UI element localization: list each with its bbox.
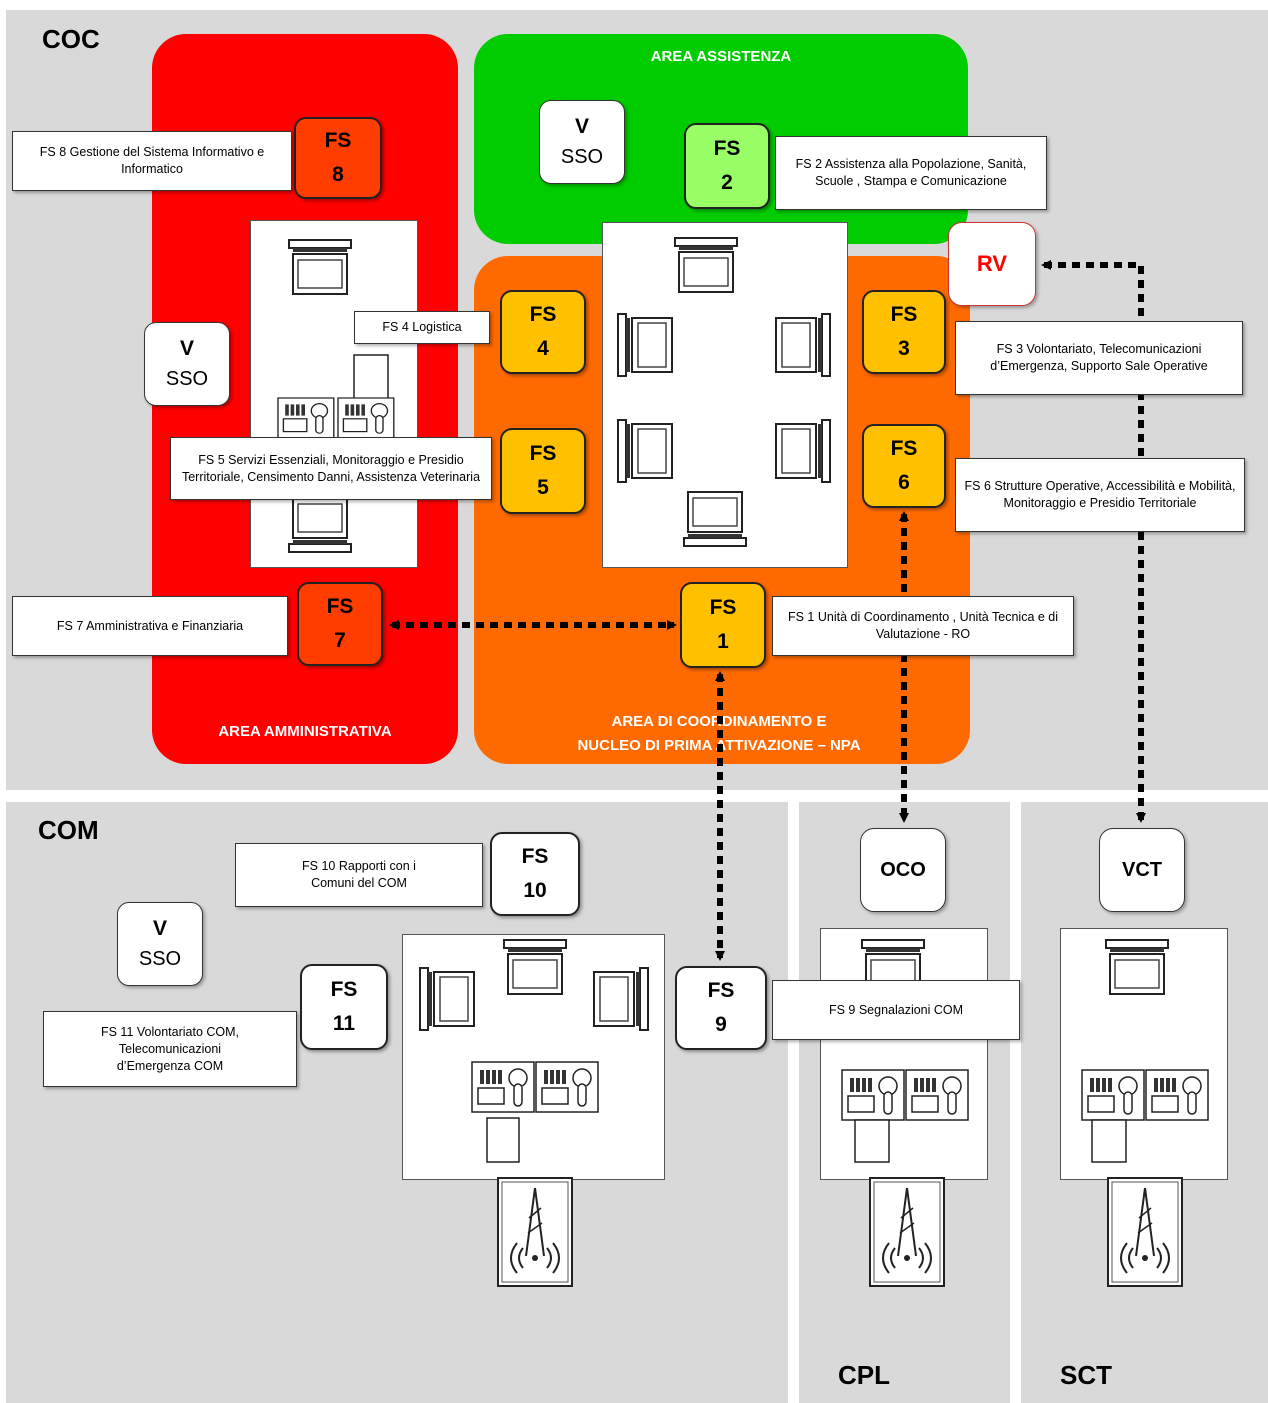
fs4-label: FS 4 Logistica xyxy=(354,311,490,344)
fs-text: FS xyxy=(326,595,354,618)
fs4-number: 4 xyxy=(537,337,549,360)
vsso-amministrativa: V SSO xyxy=(144,322,230,406)
vsso-sso-text: SSO xyxy=(165,368,209,390)
fs9-box: FS 9 xyxy=(675,966,767,1050)
fs2-label: FS 2 Assistenza alla Popolazione, Sanità… xyxy=(775,136,1047,210)
fs8-label: FS 8 Gestione del Sistema Informativo e … xyxy=(12,131,292,191)
rv-node: RV xyxy=(948,222,1036,306)
sct-title: SCT xyxy=(1060,1360,1112,1390)
vsso-v-text: V xyxy=(152,917,167,940)
fs5-label: FS 5 Servizi Essenziali, Monitoraggio e … xyxy=(170,437,492,500)
vsso-assistenza: V SSO xyxy=(539,100,625,184)
area-assistenza-label: AREA ASSISTENZA xyxy=(650,48,792,65)
fs6-label: FS 6 Strutture Operative, Accessibilità … xyxy=(955,458,1245,532)
fs1-number: 1 xyxy=(717,630,729,653)
fs-text: FS xyxy=(707,979,735,1002)
fs11-box: FS 11 xyxy=(300,964,388,1050)
fs6-box: FS 6 xyxy=(862,424,946,508)
fs10-number: 10 xyxy=(523,879,547,902)
fs10-label: FS 10 Rapporti con i Comuni del COM xyxy=(235,843,483,907)
fs7-number: 7 xyxy=(334,629,346,652)
fs-text: FS xyxy=(890,437,918,460)
fs3-number: 3 xyxy=(898,337,910,360)
fs3-box: FS 3 xyxy=(862,290,946,374)
fs5-box: FS 5 xyxy=(500,428,586,514)
oco-node: OCO xyxy=(860,828,946,912)
fs7-label: FS 7 Amministrativa e Finanziaria xyxy=(12,596,288,656)
fs2-box: FS 2 xyxy=(684,123,770,209)
com-title: COM xyxy=(38,815,99,845)
vsso-sso-text: SSO xyxy=(560,146,604,168)
fs1-label: FS 1 Unità di Coordinamento , Unità Tecn… xyxy=(772,596,1074,656)
fs-text: FS xyxy=(529,303,557,326)
fs-text: FS xyxy=(521,845,549,868)
connector-rv-vct xyxy=(1041,260,1146,823)
fs8-number: 8 xyxy=(332,163,344,186)
fs8-box: FS 8 xyxy=(294,117,382,199)
vsso-v-text: V xyxy=(179,337,194,360)
fs4-box: FS 4 xyxy=(500,290,586,374)
fs-text: FS xyxy=(330,978,358,1001)
cpl-title: CPL xyxy=(838,1360,890,1390)
fs9-label: FS 9 Segnalazioni COM xyxy=(772,980,1020,1040)
fs11-label: FS 11 Volontariato COM, Telecomunicazion… xyxy=(43,1011,297,1087)
fs-text: FS xyxy=(709,596,737,619)
vct-node: VCT xyxy=(1099,828,1185,912)
fs-text: FS xyxy=(713,137,741,160)
fs3-label: FS 3 Volontariato, Telecomunicazioni d’E… xyxy=(955,321,1243,395)
fs1-box: FS 1 xyxy=(680,582,766,668)
fs11-number: 11 xyxy=(332,1012,356,1035)
fs-text: FS xyxy=(890,303,918,326)
area-amministrativa-label: AREA AMMINISTRATIVA xyxy=(218,723,392,740)
fs2-number: 2 xyxy=(721,171,733,194)
fs7-box: FS 7 xyxy=(297,582,383,666)
vsso-sso-text: SSO xyxy=(138,948,182,970)
fs6-number: 6 xyxy=(898,471,910,494)
fs10-box: FS 10 xyxy=(490,832,580,916)
fs-text: FS xyxy=(529,442,557,465)
fs-text: FS xyxy=(324,129,352,152)
fs5-number: 5 xyxy=(537,476,549,499)
vsso-v-text: V xyxy=(574,115,589,138)
coc-title: COC xyxy=(42,24,100,54)
vsso-com: V SSO xyxy=(117,902,203,986)
fs9-number: 9 xyxy=(715,1013,727,1036)
